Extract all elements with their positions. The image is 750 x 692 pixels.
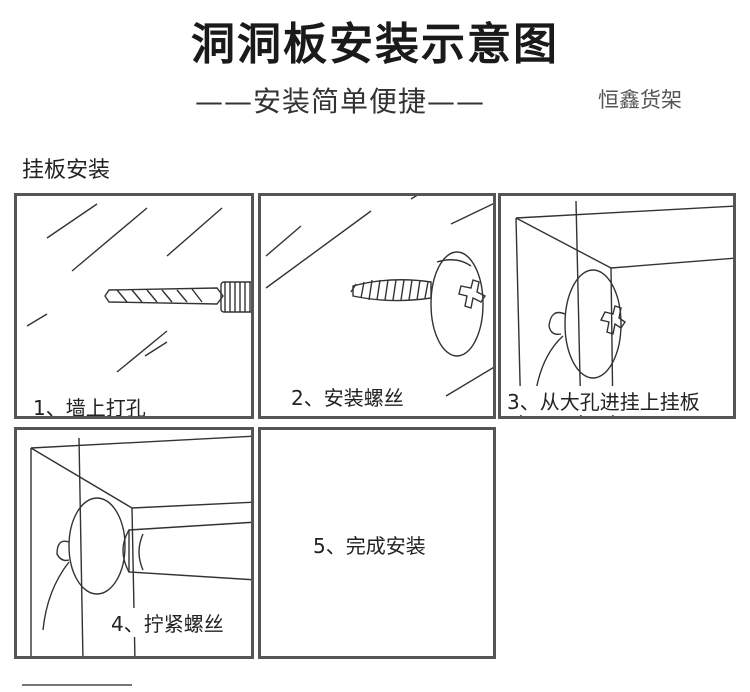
cropped-text-fragment [22,684,132,690]
step-caption-4: 4、拧紧螺丝 [111,608,224,637]
brand-name: 恒鑫货架 [598,88,682,112]
step-caption-3: 3、从大孔进挂上挂板 [507,386,700,415]
step-panel-5: 5、完成安装 [258,427,496,659]
screw-icon [265,196,493,397]
page-subtitle: ——安装简单便捷—— [195,85,486,118]
drill-bit-icon [26,203,251,373]
page-title: 洞洞板安装示意图 [191,19,559,70]
step-panel-1: 1、墙上打孔 [14,193,254,419]
step-caption-5: 5、完成安装 [313,530,426,559]
step-panel-4: 4、拧紧螺丝 [14,427,254,659]
step-panel-3: 3、从大孔进挂上挂板 [498,193,736,419]
section-heading: 挂板安装 [22,158,111,183]
step-caption-1: 1、墙上打孔 [33,392,146,416]
step-caption-2: 2、安装螺丝 [291,382,404,411]
step-panel-2: 2、安装螺丝 [258,193,496,419]
screwdriver-icon [30,435,251,656]
